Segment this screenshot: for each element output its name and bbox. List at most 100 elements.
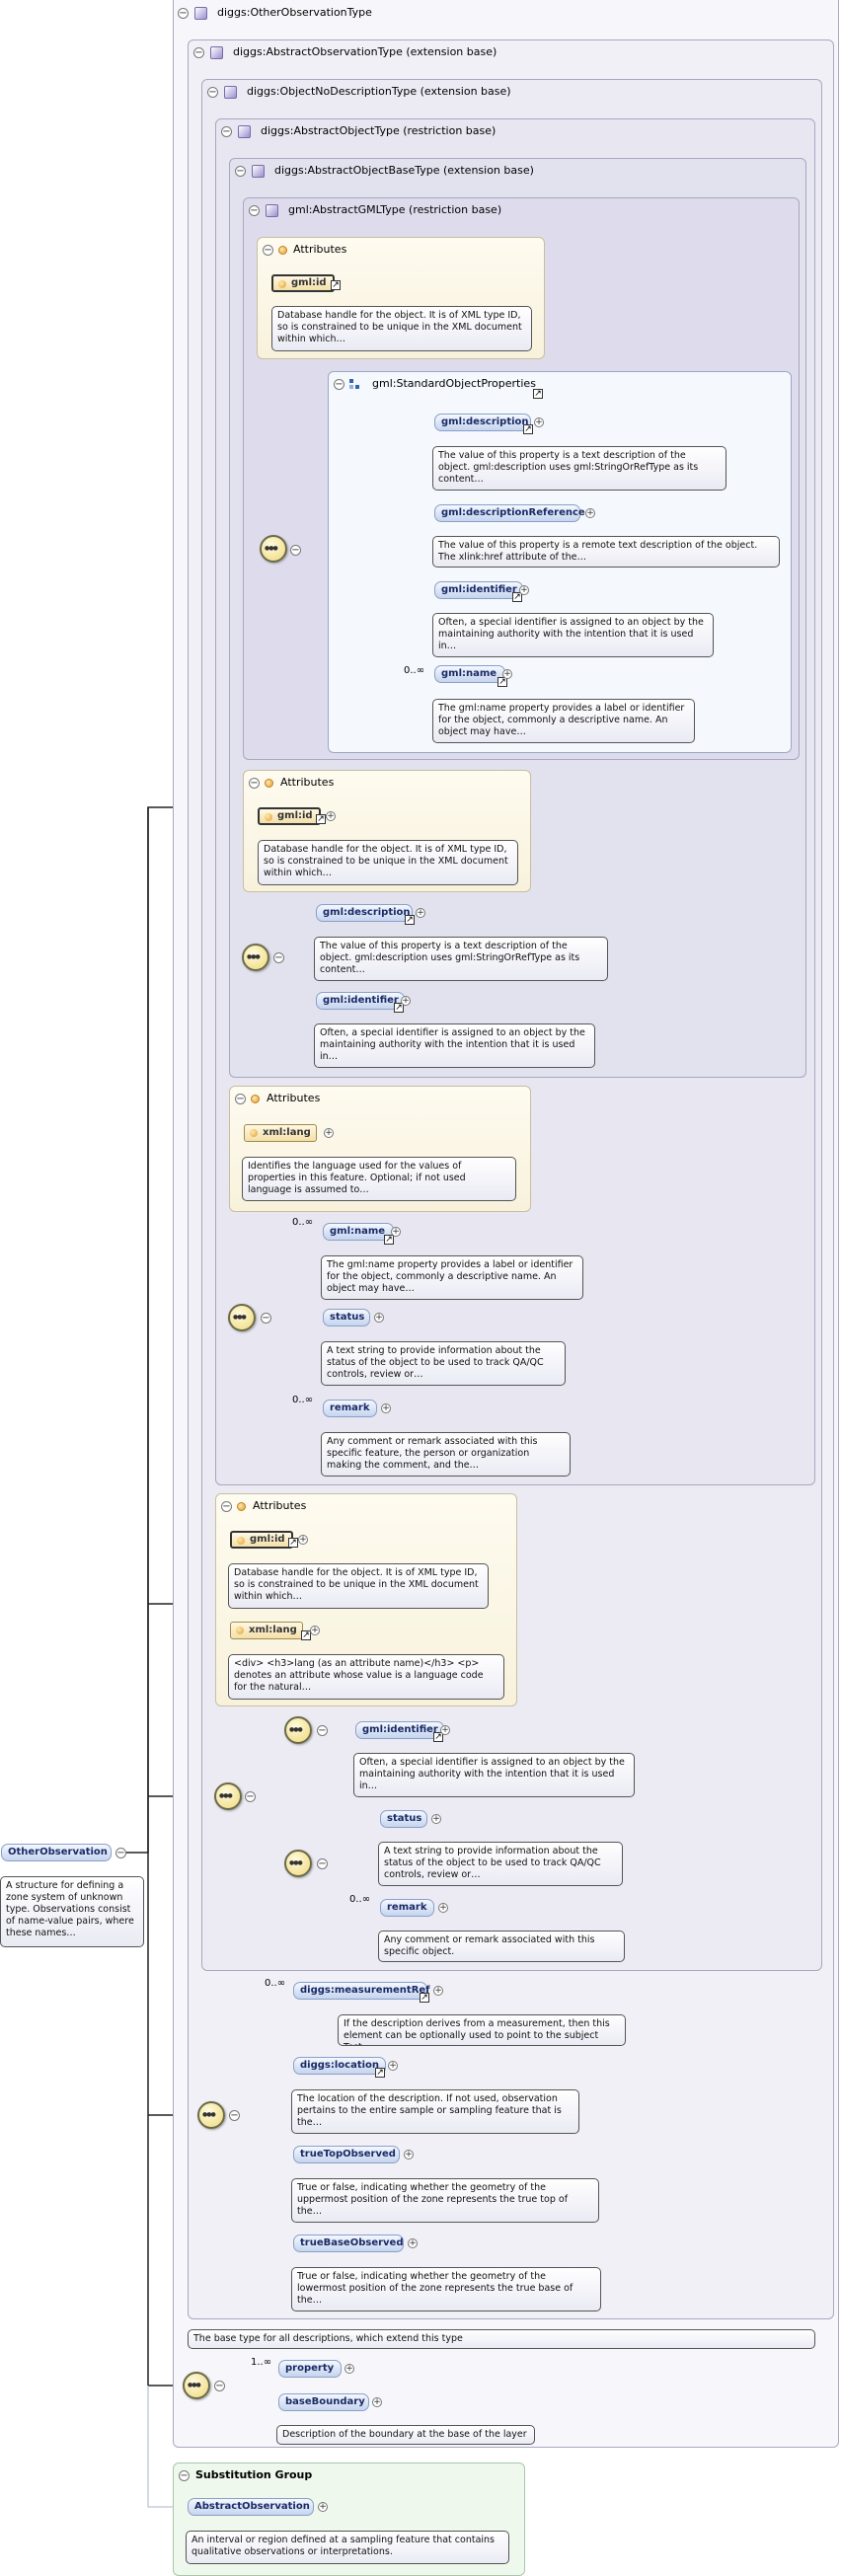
collapse-icon[interactable]: − [249,205,260,216]
collapse-icon[interactable]: − [290,545,301,556]
link-icon[interactable]: ↗ [394,1003,404,1013]
link-icon[interactable]: ↗ [512,592,522,602]
collapse-icon[interactable]: − [273,952,284,963]
complex-type-icon [266,204,278,217]
element-location[interactable]: diggs:location [293,2057,386,2075]
element-gml-description[interactable]: gml:description [434,414,531,431]
complex-type-icon [238,125,251,138]
collapse-icon[interactable]: − [235,166,246,177]
sequence-icon[interactable] [228,1304,256,1331]
sequence-icon[interactable] [214,1782,242,1810]
collapse-icon[interactable]: − [263,245,273,256]
expand-icon[interactable]: + [408,2238,418,2248]
expand-icon[interactable]: + [502,669,512,679]
expand-icon[interactable]: + [324,1128,334,1138]
link-icon[interactable]: ↗ [433,1732,443,1742]
collapse-icon[interactable]: − [179,2470,190,2481]
attribute-gml-id[interactable]: gml:id [271,274,335,292]
cardinality-label: 0..∞ [404,665,425,676]
collapse-icon[interactable]: − [261,1313,271,1324]
group-icon [349,379,360,390]
link-icon[interactable]: ↗ [331,280,341,290]
sequence-icon[interactable] [260,535,287,563]
expand-icon[interactable]: + [374,1313,384,1323]
element-status[interactable]: status [380,1810,427,1828]
expand-icon[interactable]: + [431,1814,441,1824]
link-icon[interactable]: ↗ [533,389,543,399]
expand-icon[interactable]: + [310,1626,320,1635]
element-gml-identifier[interactable]: gml:identifier [434,581,523,599]
doc-gml-identifier: Often, a special identifier is assigned … [353,1753,635,1797]
doc-location: The location of the description. If not … [291,2089,579,2134]
collapse-icon[interactable]: − [229,2110,240,2121]
attribute-gml-id[interactable]: gml:id [230,1531,293,1549]
element-base-boundary[interactable]: baseBoundary [278,2393,369,2411]
expand-icon[interactable]: + [438,1903,448,1913]
collapse-icon[interactable]: − [317,1725,328,1736]
element-measurement-ref[interactable]: diggs:measurementRef [293,1982,430,2000]
element-remark[interactable]: remark [323,1400,377,1417]
collapse-icon[interactable]: − [245,1791,256,1802]
element-abstract-observation[interactable]: AbstractObservation [188,2498,314,2516]
sequence-icon[interactable] [242,944,269,971]
doc-gml-id: Database handle for the object. It is of… [228,1563,489,1609]
expand-icon[interactable]: + [534,417,544,427]
element-gml-description-reference[interactable]: gml:descriptionReference [434,504,585,522]
doc-measurement-ref: If the description derives from a measur… [338,2014,626,2046]
expand-icon[interactable]: + [585,508,595,518]
element-gml-identifier[interactable]: gml:identifier [316,992,405,1010]
element-status[interactable]: status [323,1309,370,1326]
expand-icon[interactable]: + [298,1535,308,1545]
element-property[interactable]: property [278,2360,342,2378]
link-icon[interactable]: ↗ [375,2068,385,2078]
link-icon[interactable]: ↗ [405,915,415,925]
sequence-icon[interactable] [284,1716,312,1744]
expand-icon[interactable]: + [433,1986,443,1996]
expand-icon[interactable]: + [416,908,425,918]
sequence-icon[interactable] [183,2372,210,2399]
attributes-label: Attributes [267,1092,321,1104]
element-other-observation[interactable]: OtherObservation [1,1844,112,1861]
expand-icon[interactable]: + [388,2061,398,2071]
collapse-icon[interactable]: − [235,1094,246,1104]
attribute-gml-id[interactable]: gml:id [258,807,321,825]
link-icon[interactable]: ↗ [384,1235,394,1245]
expand-icon[interactable]: + [404,2150,414,2159]
link-icon[interactable]: ↗ [420,1993,429,2003]
element-gml-name[interactable]: gml:name [323,1223,394,1241]
link-icon[interactable]: ↗ [523,424,533,434]
collapse-icon[interactable]: − [214,2381,225,2391]
element-true-base-observed[interactable]: trueBaseObserved [293,2235,404,2252]
attribute-xml-lang[interactable]: xml:lang [244,1124,317,1142]
expand-icon[interactable]: + [326,811,336,821]
collapse-icon[interactable]: − [178,8,189,19]
element-true-top-observed[interactable]: trueTopObserved [293,2146,400,2163]
link-icon[interactable]: ↗ [301,1630,311,1640]
sequence-icon[interactable] [284,1850,312,1877]
collapse-icon[interactable]: − [249,778,260,789]
expand-icon[interactable]: + [391,1227,401,1237]
element-gml-description[interactable]: gml:description [316,904,413,922]
link-icon[interactable]: ↗ [288,1538,298,1548]
collapse-icon[interactable]: − [221,126,232,137]
element-gml-identifier[interactable]: gml:identifier [355,1721,444,1739]
link-icon[interactable]: ↗ [316,814,326,824]
attribute-xml-lang[interactable]: xml:lang [230,1622,303,1639]
link-icon[interactable]: ↗ [497,677,507,687]
collapse-icon[interactable]: − [115,1848,126,1858]
element-remark[interactable]: remark [380,1899,434,1917]
sequence-icon[interactable] [197,2101,225,2129]
expand-icon[interactable]: + [401,996,411,1006]
expand-icon[interactable]: + [519,585,529,595]
expand-icon[interactable]: + [344,2364,354,2374]
collapse-icon[interactable]: − [207,87,218,98]
collapse-icon[interactable]: − [193,47,204,58]
collapse-icon[interactable]: − [317,1858,328,1869]
expand-icon[interactable]: + [440,1725,450,1735]
collapse-icon[interactable]: − [221,1501,232,1512]
expand-icon[interactable]: + [318,2502,328,2512]
expand-icon[interactable]: + [372,2397,382,2407]
expand-icon[interactable]: + [381,1403,391,1413]
element-gml-name[interactable]: gml:name [434,665,505,683]
collapse-icon[interactable]: − [334,379,344,390]
